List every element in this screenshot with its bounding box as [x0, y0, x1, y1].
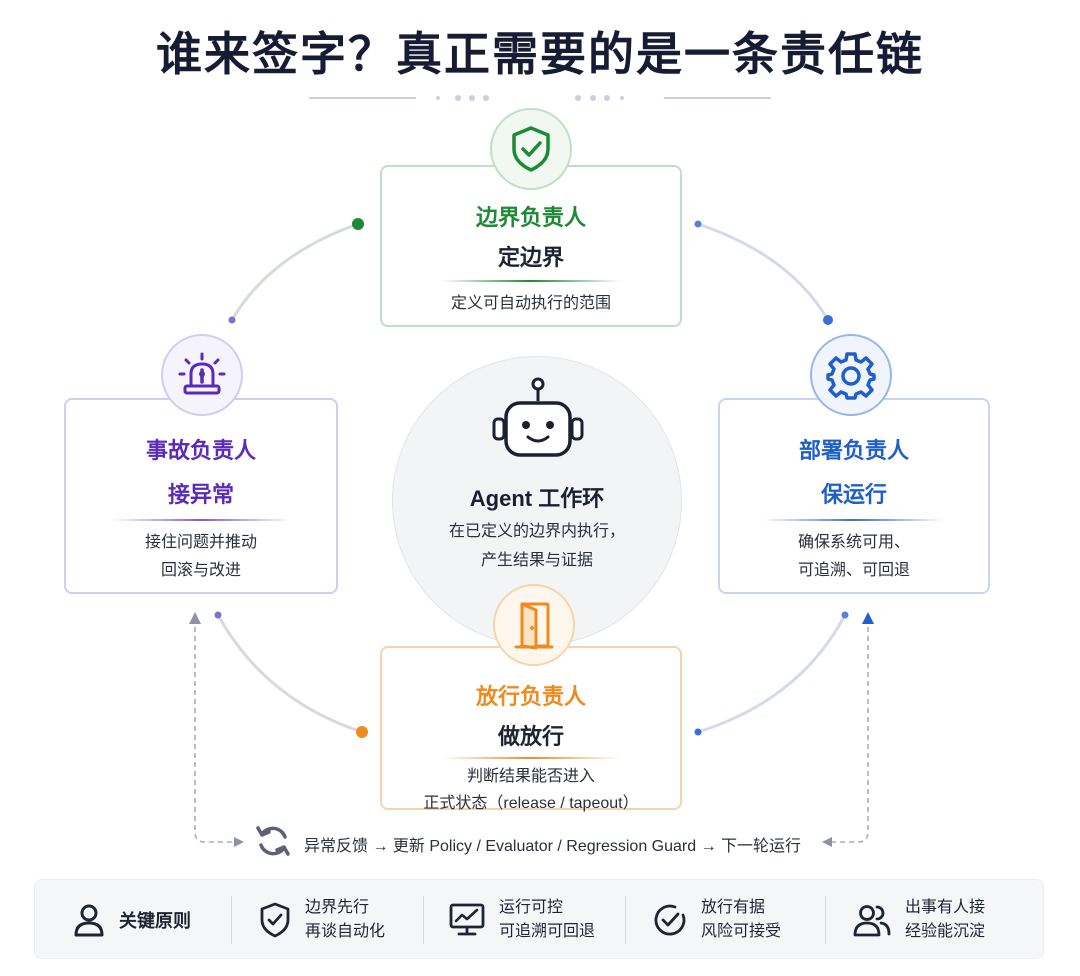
principle-item: 边界先行 再谈自动化: [259, 880, 385, 960]
check-circle-icon: [654, 904, 686, 936]
deploy-owner-card: 部署负责人 保运行 确保系统可用、 可追溯、可回退: [718, 398, 990, 594]
role-title: 边界负责人: [475, 205, 586, 230]
center-title: Agent 工作环: [469, 486, 605, 511]
center-description: 在已定义的边界内执行， 产生结果与证据: [448, 523, 625, 569]
separator: [441, 280, 621, 282]
shield-check-icon: [490, 108, 572, 190]
boundary-owner-card: 边界负责人 定边界 定义可自动执行的范围: [380, 165, 682, 327]
role-description: 确保系统可用、 可追溯、可回退: [797, 534, 910, 579]
person-icon: [74, 904, 104, 937]
principle-item: 运行可控 可追溯可回退: [449, 880, 595, 960]
divider: [625, 896, 626, 944]
role-description: 接住问题并推动 回滚与改进: [144, 534, 257, 579]
gear-icon: [810, 334, 892, 416]
incident-owner-card: 事故负责人 接异常 接住问题并推动 回滚与改进: [64, 398, 338, 594]
siren-icon: [161, 334, 243, 416]
role-action: 定边界: [497, 245, 564, 270]
role-action: 保运行: [820, 482, 887, 507]
key-principles-bar: 关键原则 边界先行 再谈自动化 运行可控 可追溯可回退 放: [34, 879, 1044, 959]
separator: [441, 757, 621, 759]
title-ornament: [309, 95, 771, 101]
monitor-chart-icon: [449, 903, 485, 936]
feedback-loop-text: 异常反馈 → 更新 Policy / Evaluator / Regressio…: [304, 838, 802, 855]
separator: [111, 519, 291, 521]
divider: [423, 896, 424, 944]
shield-check-icon: [260, 902, 290, 938]
separator: [764, 519, 944, 521]
principle-item: 放行有据 风险可接受: [653, 880, 781, 960]
refresh-icon: [256, 826, 290, 856]
role-description: 定义可自动执行的范围: [450, 295, 611, 312]
principle-item: 出事有人接 经验能沉淀: [853, 880, 985, 960]
door-icon: [493, 584, 575, 666]
divider: [231, 896, 232, 944]
role-title: 部署负责人: [798, 438, 909, 463]
agent-work-loop: Agent 工作环 在已定义的边界内执行， 产生结果与证据: [392, 356, 682, 646]
role-action: 接异常: [167, 482, 234, 507]
robot-icon: [492, 377, 584, 457]
role-title: 事故负责人: [145, 438, 256, 463]
release-owner-card: 放行负责人 做放行 判断结果能否进入 正式状态（release / tapeou…: [380, 646, 682, 812]
divider: [825, 896, 826, 944]
people-icon: [853, 905, 891, 937]
role-title: 放行负责人: [475, 684, 586, 709]
key-principles-label: 关键原则: [73, 880, 191, 960]
role-action: 做放行: [497, 724, 564, 749]
page-title: 谁来签字？真正需要的是一条责任链: [156, 28, 924, 80]
role-description: 判断结果能否进入 正式状态（release / tapeout）: [423, 768, 639, 812]
